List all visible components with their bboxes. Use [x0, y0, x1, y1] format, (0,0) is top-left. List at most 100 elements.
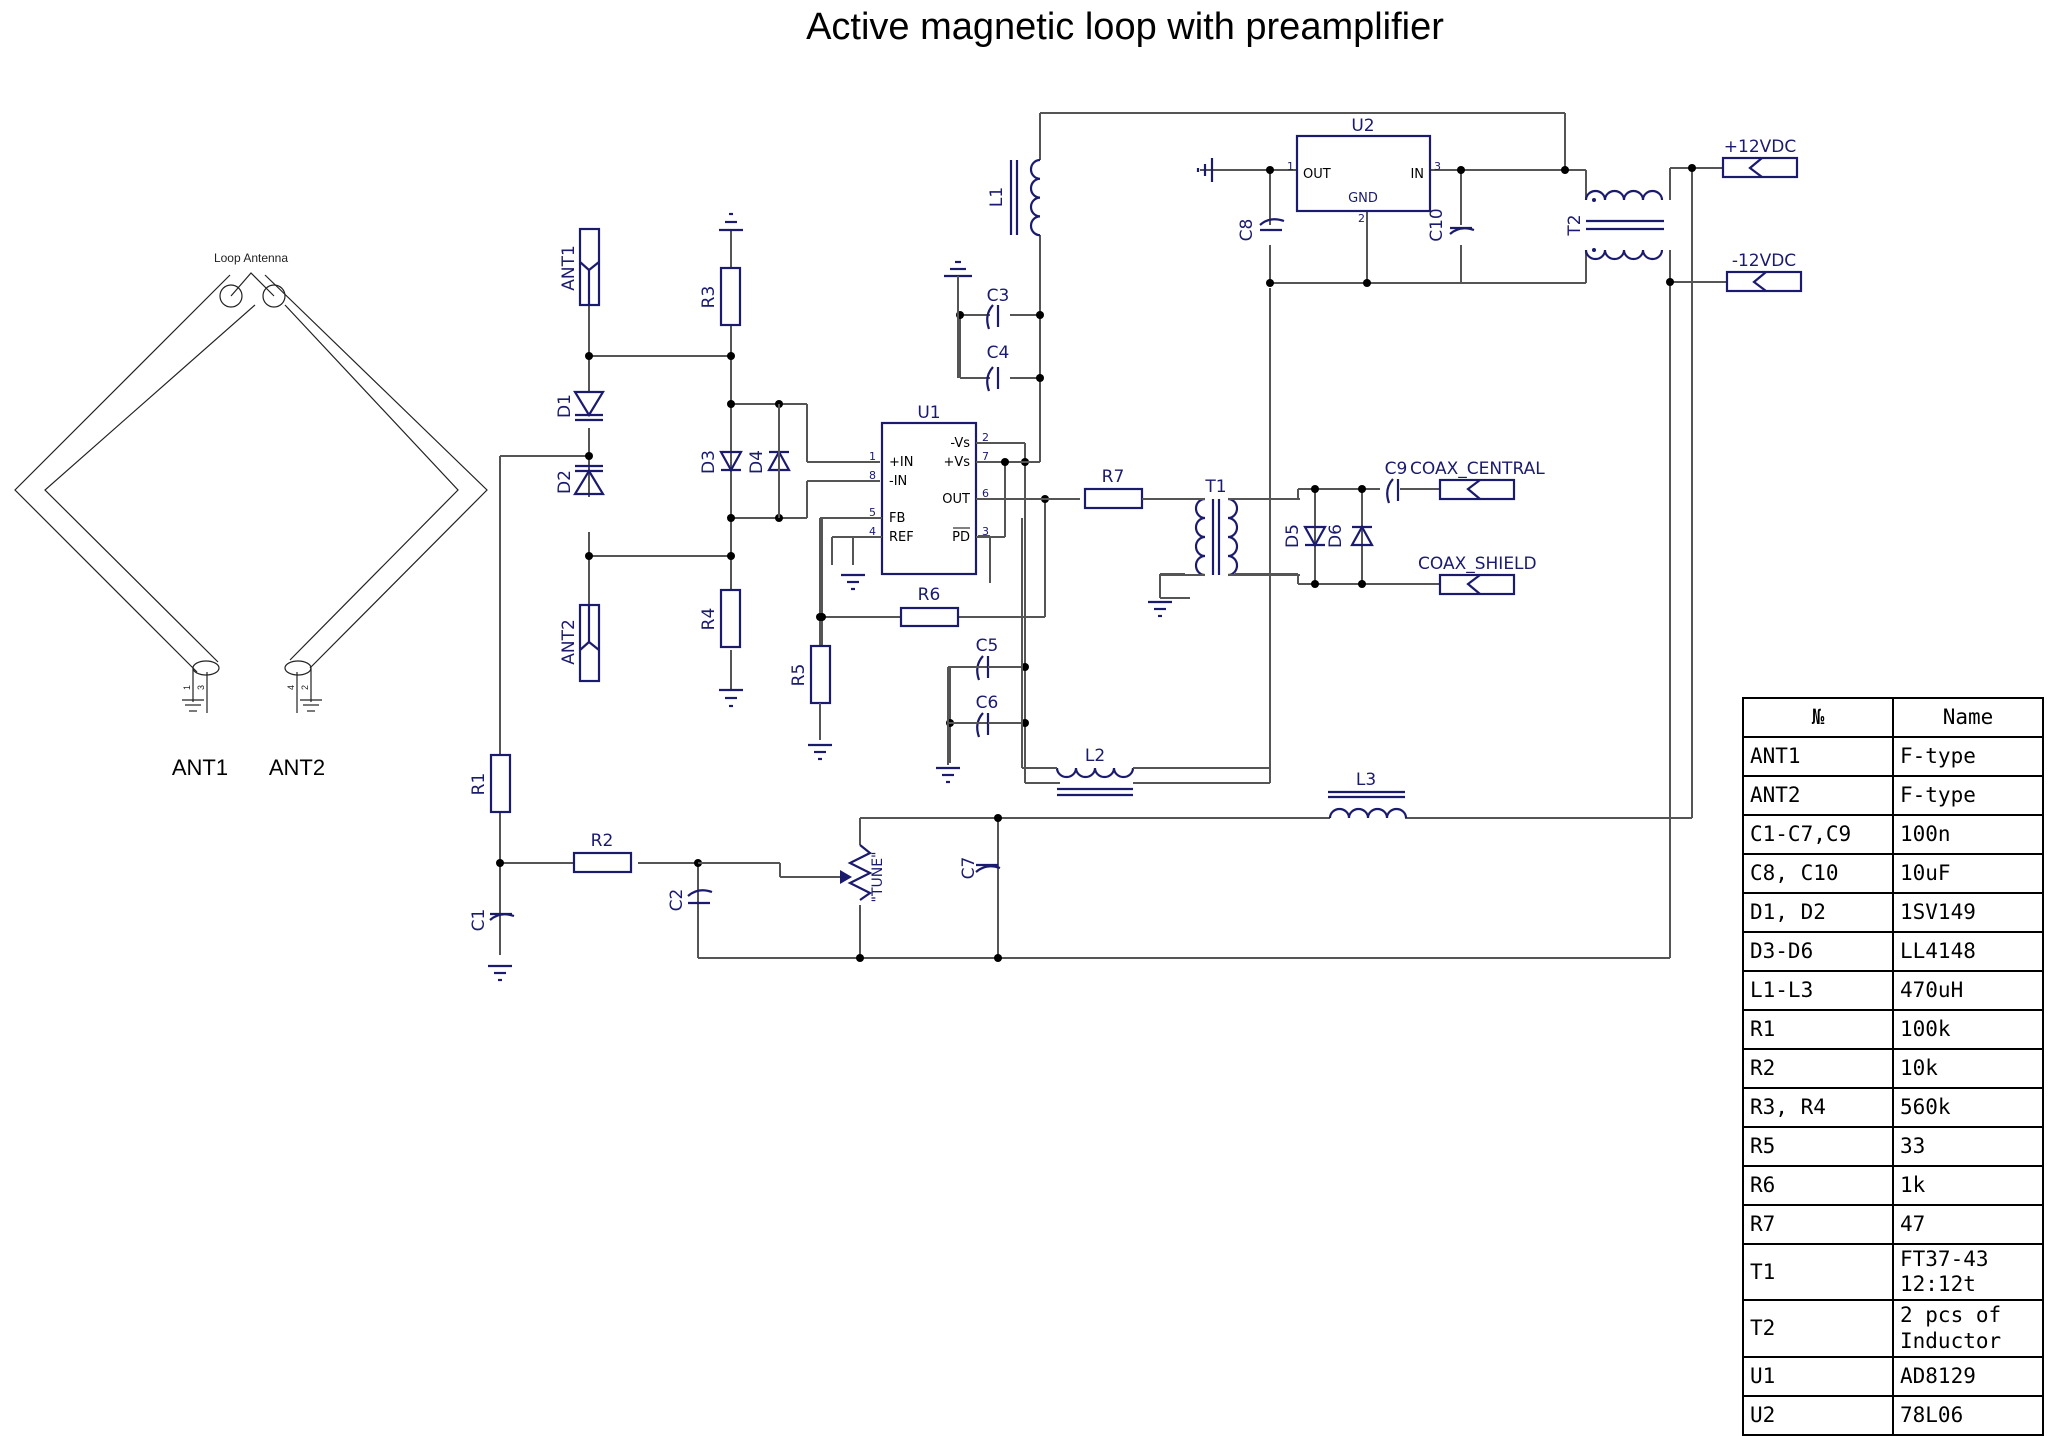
d6-ref: D6 [1326, 524, 1346, 548]
capacitor-c10: C10 [1427, 208, 1475, 242]
junctions [496, 164, 1696, 962]
bom-header-row: № Name [1742, 697, 2044, 738]
c4-ref: C4 [987, 343, 1010, 363]
coax-shield-connector: COAX_SHIELD [1418, 554, 1537, 596]
bom-ref: C1-C7,C9 [1742, 814, 1894, 855]
bom-ref: R7 [1742, 1204, 1894, 1245]
capacitor-c2: C2 [667, 889, 713, 912]
capacitor-c5: C5 [976, 636, 999, 681]
ground-icon [1196, 158, 1214, 182]
coax-central-label: COAX_CENTRAL [1410, 459, 1545, 479]
minus12-connector: -12VDC [1725, 251, 1803, 293]
u2-ref: U2 [1351, 116, 1374, 136]
bom-ref: R6 [1742, 1165, 1894, 1206]
r3-ref: R3 [699, 286, 719, 309]
minus12-label: -12VDC [1732, 251, 1796, 271]
bom-ref: L1-L3 [1742, 970, 1894, 1011]
resistor-r6: R6 [899, 585, 960, 628]
c6-ref: C6 [976, 693, 999, 713]
bom-value: AD8129 [1892, 1355, 2044, 1397]
bom-value: 10uF [1892, 853, 2044, 894]
bom-value: 33 [1892, 1126, 2044, 1167]
u2-pin-num: 1 [1287, 160, 1294, 173]
pin-label: 2 [300, 685, 310, 690]
bom-value: 1SV149 [1892, 892, 2044, 933]
bom-ref: ANT1 [1742, 736, 1894, 777]
u2-pin-name: OUT [1303, 167, 1331, 182]
u1-pin-num: 8 [869, 469, 876, 482]
bom-value: 470uH [1892, 970, 2044, 1011]
u2-pin-num: 2 [1358, 212, 1365, 225]
diode-d2: D2 [555, 464, 605, 496]
tune-potentiometer[interactable]: "TUNE" [840, 844, 886, 903]
capacitor-c1: C1 [469, 909, 515, 932]
inductor-l2: L2 [1055, 746, 1135, 797]
bom-ref: ANT2 [1742, 775, 1894, 816]
resistor-r2: R2 [572, 831, 633, 874]
pin-label: 4 [286, 685, 296, 690]
ant2-connector: ANT2 [559, 603, 601, 683]
u1-pin-name: FB [889, 511, 905, 526]
inductor-l3: L3 [1328, 770, 1408, 819]
ground-icon [808, 743, 832, 761]
c8-ref: C8 [1237, 219, 1257, 242]
u1-pin-name: +IN [889, 455, 913, 470]
t2-ref: T2 [1565, 214, 1585, 236]
ant1-ref: ANT1 [559, 245, 579, 291]
d1-ref: D1 [555, 394, 575, 418]
diode-d3: D3 [699, 450, 743, 474]
c2-ref: C2 [667, 889, 687, 912]
u1-pin-name: OUT [942, 492, 970, 507]
c1-ref: C1 [469, 909, 489, 932]
ant2-label: ANT2 [269, 755, 325, 780]
resistor-r7: R7 [1083, 467, 1144, 510]
u1-pin-num: 2 [982, 431, 989, 444]
loop-antenna: Loop Antenna 1 3 4 2 ANT1 ANT2 [14, 251, 488, 780]
u1-pin-num: 6 [982, 487, 989, 500]
bom-value: F-type [1892, 775, 2044, 816]
bom-value: 100k [1892, 1009, 2044, 1050]
bom-header-ref: № [1742, 697, 1894, 738]
resistor-r1: R1 [469, 753, 512, 814]
ground-icon [182, 699, 204, 712]
loop-antenna-label: Loop Antenna [214, 251, 288, 265]
ic-u2: U2 OUT IN GND 1 3 2 [1287, 116, 1441, 225]
l1-ref: L1 [987, 187, 1007, 207]
bom-ref: R3, R4 [1742, 1087, 1894, 1128]
l2-ref: L2 [1085, 746, 1105, 766]
l3-ref: L3 [1356, 770, 1376, 790]
d3-ref: D3 [699, 450, 719, 474]
t1-ref: T1 [1204, 477, 1226, 497]
schematic-title: Active magnetic loop with preamplifier [806, 6, 1444, 48]
diode-d4: D4 [747, 404, 791, 518]
bom-value: 47 [1892, 1204, 2044, 1245]
c5-ref: C5 [976, 636, 999, 656]
r1-ref: R1 [469, 773, 489, 796]
ground-icon [300, 699, 322, 712]
u1-pin-name: +Vs [943, 455, 970, 470]
ant1-label: ANT1 [172, 755, 228, 780]
transformer-t2: T2 [1565, 189, 1664, 261]
u1-pin-name: -IN [889, 474, 907, 489]
ground-icon [488, 964, 512, 982]
r5-ref: R5 [789, 664, 809, 687]
tune-label: "TUNE" [870, 852, 886, 903]
ic-u1: U1 +IN -IN FB REF -Vs +Vs OUT PD 1 8 5 4… [869, 403, 989, 576]
bom-ref: D1, D2 [1742, 892, 1894, 933]
ground-icon [936, 766, 960, 784]
transformer-t1: T1 [1194, 477, 1239, 577]
c10-ref: C10 [1427, 208, 1447, 242]
u1-pin-num: 4 [869, 525, 876, 538]
r6-ref: R6 [918, 585, 941, 605]
bom-ref: R5 [1742, 1126, 1894, 1167]
bom-value: 78L06 [1892, 1394, 2044, 1436]
plus12-connector: +12VDC [1721, 137, 1799, 179]
